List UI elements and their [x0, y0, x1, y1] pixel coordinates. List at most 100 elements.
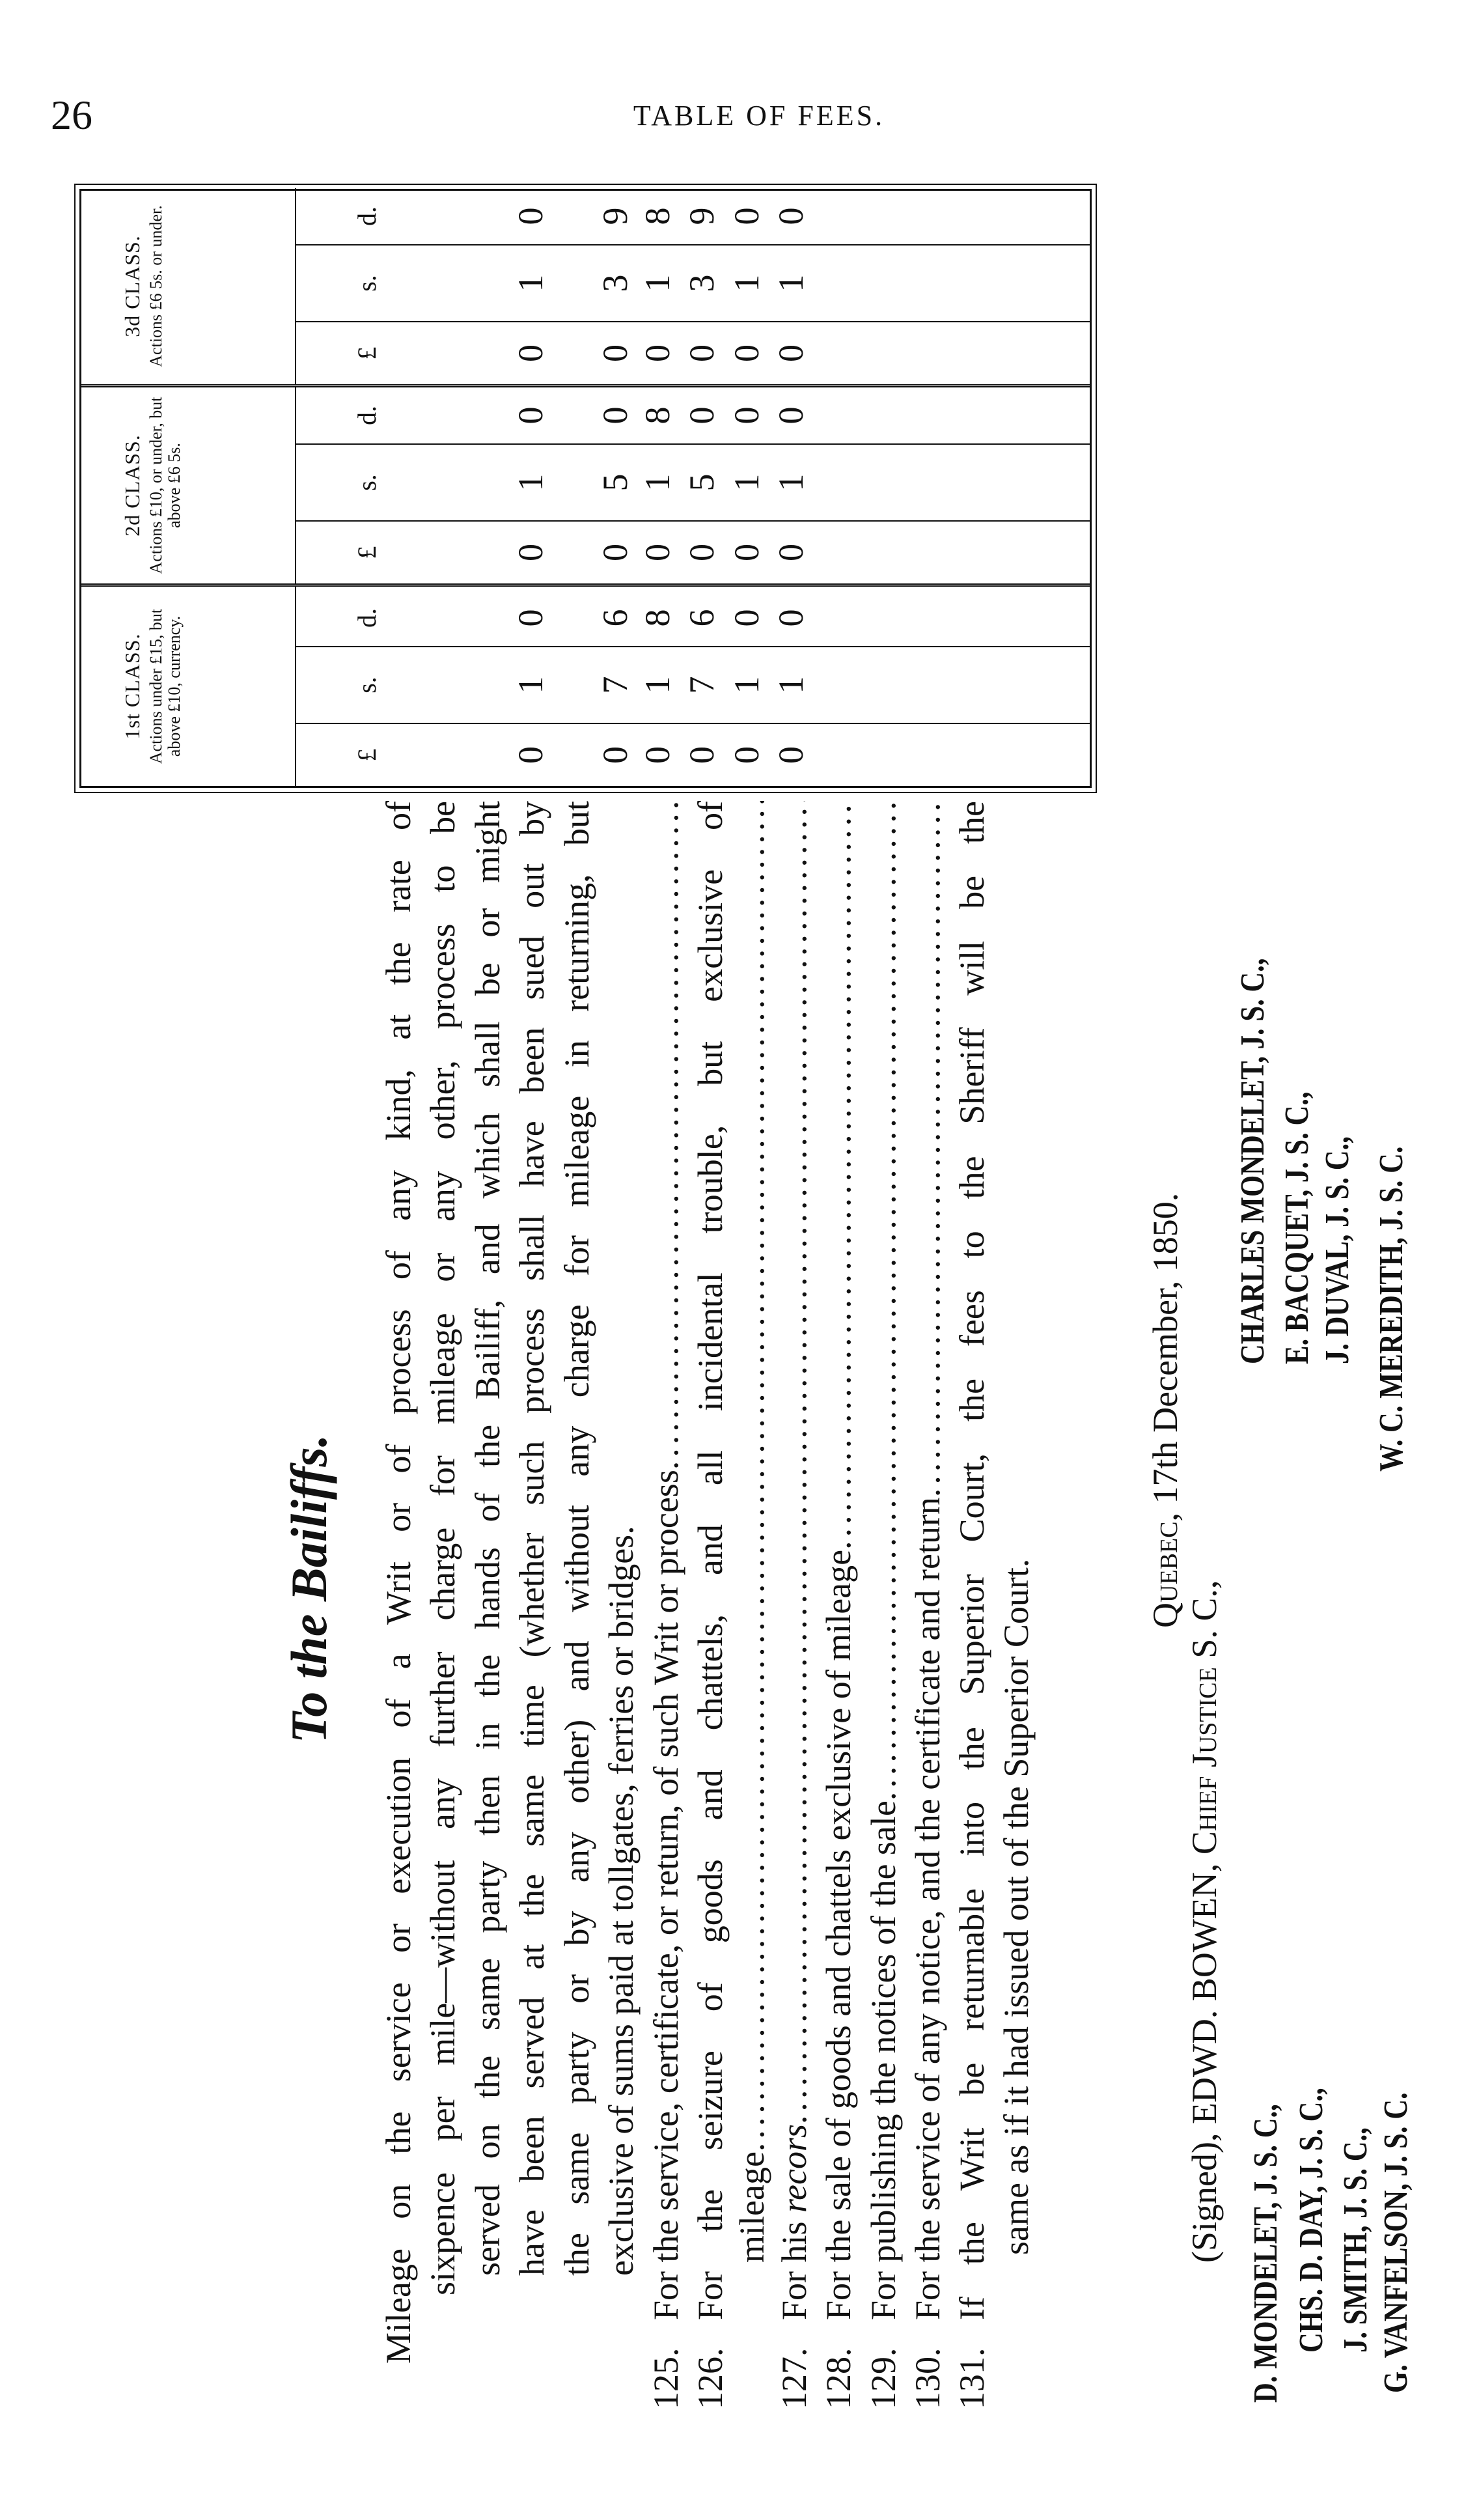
leader-dots: ........................................… [864, 801, 903, 1801]
fee-value: 1 [771, 676, 810, 694]
unit-header: d. [352, 608, 381, 628]
fee-value: 0 [511, 746, 550, 764]
fee-value: 5 [682, 473, 721, 492]
fee-value: 0 [638, 544, 677, 561]
signed-prefix: (Signed), EDWD. BOWEN, [1185, 1855, 1224, 2263]
fee-value: 0 [771, 344, 810, 362]
item-number: 131. [952, 2347, 991, 2410]
paragraph-line: Mileage on the service or execution of a… [379, 801, 418, 2364]
fee-value: 0 [727, 344, 766, 362]
class-header: 1st CLASS.Actions under £15, but above £… [81, 587, 296, 786]
fee-value: 6 [596, 609, 635, 627]
fee-value: 0 [727, 406, 766, 425]
fee-item-130: For the service of any notice, and the c… [905, 801, 950, 2320]
fee-value: 0 [638, 344, 677, 362]
signed-title: Chief Justice [1185, 1667, 1224, 1855]
leader-dots: ........................................… [775, 801, 814, 2124]
signatory: G. VANFELSON, J. S. C. [1377, 2092, 1415, 2393]
fee-value: 1 [511, 274, 550, 292]
signatory: W. C. MEREDITH, J. S. C. [1373, 1146, 1410, 1472]
date-text: , 17th December, 1850. [1146, 1192, 1185, 1522]
fee-value: 1 [511, 676, 550, 694]
signatory: CHARLES MONDELET, J. S. C., [1234, 958, 1271, 1364]
fee-value: 1 [511, 473, 550, 492]
paragraph-line: the same party or by any other) and with… [557, 801, 596, 2276]
fee-value: 9 [682, 207, 721, 225]
class-name: 1st CLASS. [120, 633, 144, 740]
fee-value: 0 [511, 207, 550, 225]
fee-item-127: For his recors..........................… [771, 801, 817, 2320]
fee-value: 5 [596, 473, 635, 492]
fee-value: 0 [727, 544, 766, 561]
fee-value: 1 [638, 473, 677, 492]
paragraph-line: served on the same party then in the han… [468, 801, 507, 2276]
fee-value: 0 [511, 406, 550, 425]
fee-value: 1 [727, 676, 766, 694]
fee-value: 0 [771, 406, 810, 425]
leader-dots: ........................................… [905, 801, 950, 1497]
fee-value: 1 [638, 676, 677, 694]
unit-header: £ [352, 748, 381, 762]
fee-value: 8 [638, 609, 677, 627]
item-number: 126. [691, 2347, 730, 2410]
signatory: E. BACQUET, J. S. C., [1279, 1091, 1316, 1364]
class-description: Actions under £15, but above £10, curren… [146, 608, 184, 764]
fee-value: 1 [638, 274, 677, 292]
fee-class-2: 2d CLASS.Actions £10, or under, but abov… [81, 387, 1090, 587]
item-number: 127. [775, 2347, 814, 2410]
signatory: J. SMITH, J. S. C., [1337, 2127, 1374, 2353]
fee-value: 0 [511, 544, 550, 561]
signed-suffix: S. C., [1185, 1580, 1224, 1668]
fee-item-131-cont: same as if it had issued out of the Supe… [997, 1558, 1036, 2255]
fee-item-129: For publishing the notices of the sale..… [861, 801, 906, 2320]
fee-item-126-cont: mileage.................................… [729, 801, 775, 2263]
class-description: Actions £6 5s. or under. [146, 205, 165, 367]
fee-value: 1 [727, 274, 766, 292]
paragraph-line: sixpence per mile—without any further ch… [423, 801, 462, 2295]
item-number: 128. [819, 2347, 858, 2410]
leader-dots: ........................................… [732, 801, 771, 2152]
fee-value: 0 [638, 746, 677, 764]
fee-value: 0 [727, 609, 766, 627]
unit-header: £ [352, 346, 381, 360]
item-text: For the service, certificate, or return,… [646, 1470, 685, 2320]
fee-value: 0 [771, 207, 810, 225]
item-text: For the service of any notice, and the c… [908, 1497, 947, 2320]
unit-header: s. [352, 275, 381, 292]
fee-value: 0 [682, 746, 721, 764]
item-number: 129. [864, 2347, 903, 2410]
fee-value: 7 [682, 676, 721, 694]
leader-dots: ........................................… [643, 801, 689, 1470]
fee-value: 0 [682, 344, 721, 362]
fee-value: 0 [511, 344, 550, 362]
fee-value: 9 [596, 207, 635, 225]
fee-value: 6 [682, 609, 721, 627]
fee-value: 0 [596, 746, 635, 764]
item-number: 130. [908, 2347, 947, 2410]
fee-value: 1 [771, 274, 810, 292]
paragraph-line: have been served at the same time (wheth… [512, 801, 551, 2276]
item-text: For the sale of goods and chattels exclu… [819, 1549, 858, 2320]
class-name: 2d CLASS. [120, 434, 144, 537]
fee-value: 0 [771, 746, 810, 764]
fee-value: 0 [511, 609, 550, 627]
section-title: To the Bailiffs. [281, 1434, 337, 1744]
fee-value: 0 [727, 207, 766, 225]
signatory: CHS. D. DAY, J. S. C., [1293, 2088, 1330, 2353]
class-description: Actions £10, or under, but above £6 5s. [146, 397, 184, 574]
signatory: J. DUVAL, J. S. C., [1319, 1136, 1356, 1364]
signatory: D. MONDELET, J. S. C., [1247, 2104, 1284, 2403]
fee-item-126: For the seizure of goods and chattels, a… [691, 801, 730, 2320]
fee-table: 1st CLASS.Actions under £15, but above £… [70, 186, 1101, 791]
item-number: 125. [646, 2347, 685, 2410]
class-header: 3d CLASS.Actions £6 5s. or under. [81, 188, 296, 384]
